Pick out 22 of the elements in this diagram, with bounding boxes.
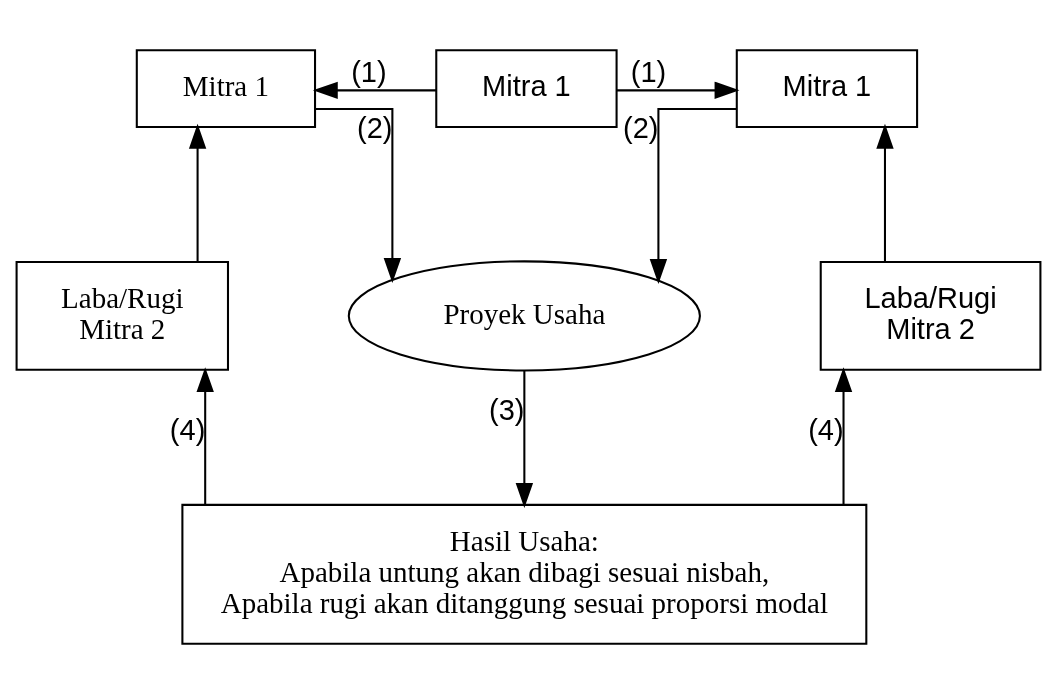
edge-label: (1)	[630, 56, 667, 89]
edge-label: (4)	[169, 413, 206, 446]
arrow	[312, 81, 437, 100]
arrow	[649, 107, 737, 284]
arrow	[834, 367, 853, 505]
edge-label: (3)	[489, 393, 525, 426]
edge-label: (2)	[623, 111, 659, 144]
arrow	[196, 367, 214, 505]
edge-label: (4)	[808, 413, 844, 446]
node-box: Hasil Usaha: Apabila untung akan dibagi sesuai nisbah, Apabila rugi akan ditanggung sesuai proporsi modal	[181, 503, 868, 645]
arrow	[616, 81, 740, 100]
edge-label: (2)	[357, 112, 393, 144]
arrow	[876, 123, 894, 262]
edge-label: (1)	[351, 56, 387, 89]
node-box: Mitra 1	[735, 49, 919, 128]
arrow	[315, 107, 402, 283]
arrow	[515, 370, 534, 508]
arrow	[188, 123, 207, 262]
node-box: Mitra 1	[135, 49, 317, 128]
node-box: Mitra 1	[435, 49, 618, 128]
node-box: Laba/Rugi Mitra 2	[15, 261, 230, 371]
node-box: Laba/Rugi Mitra 2	[819, 261, 1042, 371]
